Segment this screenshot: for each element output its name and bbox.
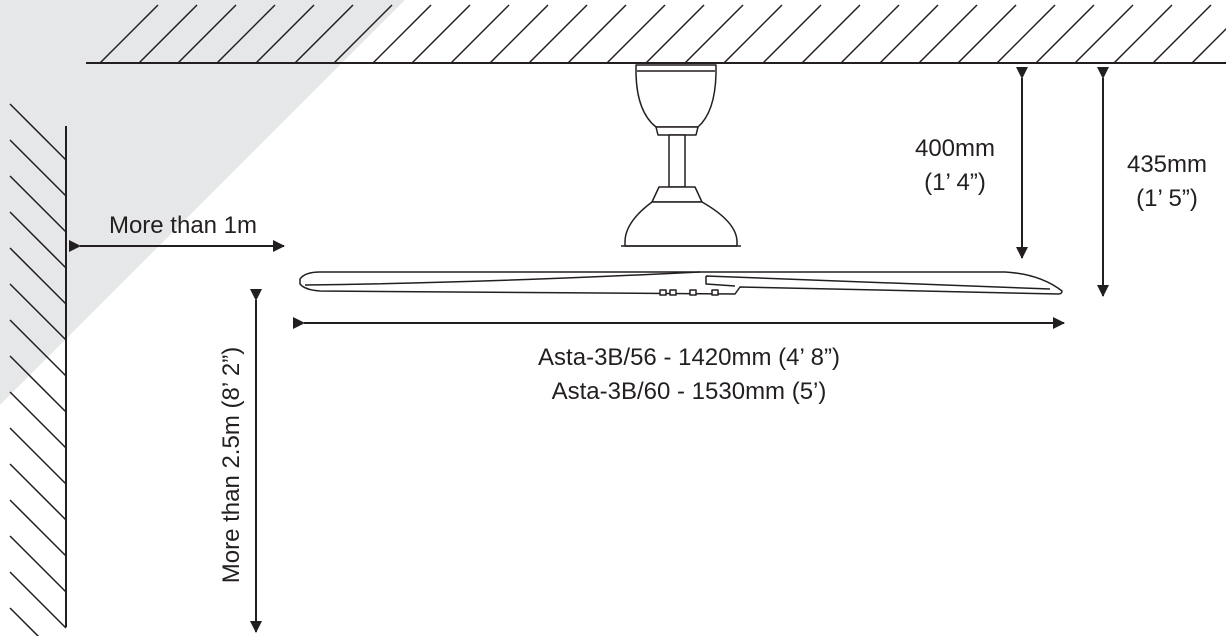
ceiling-hatch-mark	[684, 4, 744, 64]
ceiling-hatch-mark	[177, 4, 237, 64]
ceiling-hatch-mark	[99, 4, 159, 64]
down-rod	[668, 134, 686, 188]
ceiling-hatch-mark	[372, 4, 432, 64]
wall-hatch-mark	[9, 499, 67, 557]
wall-hatch-mark	[9, 283, 67, 341]
ceiling-hatch-mark	[762, 4, 822, 64]
ceiling-hatch-mark	[918, 4, 978, 64]
wall-hatch-mark	[9, 427, 67, 485]
ceiling-hatch-mark	[801, 4, 861, 64]
ceiling-hatch-mark	[645, 4, 705, 64]
ceiling-hatch-icon	[99, 4, 1226, 64]
ceiling-hatch-mark	[1035, 4, 1095, 64]
ceiling-hatch-mark	[879, 4, 939, 64]
wall-hatch-mark	[9, 535, 67, 593]
ceiling-hatch-mark	[1191, 27, 1226, 64]
wall-hatch-mark	[9, 319, 67, 377]
wall-hatch-mark	[9, 571, 67, 629]
hub-tab	[711, 289, 719, 296]
blade-edge-line	[304, 271, 1051, 290]
wall-hatch-mark	[9, 211, 67, 269]
ceiling-hatch-mark	[489, 4, 549, 64]
ceiling-hatch-mark	[294, 4, 354, 64]
overall-height-label: 435mm	[1127, 151, 1207, 178]
sweep-asta-56-label: Asta-3B/56 - 1420mm (4’ 8”)	[538, 344, 840, 371]
overall-height-imperial-label: (1’ 5”)	[1136, 185, 1198, 212]
ceiling-hatch-mark	[333, 4, 393, 64]
wall-hatch-mark	[9, 175, 67, 233]
wall-hatch-mark	[9, 355, 67, 413]
down-rod-height-imperial-label: (1’ 4”)	[924, 169, 986, 196]
ceiling-hatch-mark	[138, 4, 198, 64]
fan-blades	[299, 271, 1063, 295]
motor-housing-top	[651, 186, 703, 203]
wall-hatch-mark	[9, 247, 67, 305]
floor-clearance-label: More than 2.5m (8’ 2”)	[218, 347, 245, 584]
wall-hatch-mark	[9, 463, 67, 521]
hub-tab	[659, 289, 667, 296]
ceiling-hatch-mark	[216, 4, 276, 64]
ceiling-hatch-mark	[723, 4, 783, 64]
ceiling-hatch-mark	[996, 4, 1056, 64]
hub-tab	[669, 289, 677, 296]
wall-clearance-label: More than 1m	[109, 212, 257, 239]
ceiling-hatch-mark	[1074, 4, 1134, 64]
ceiling-hatch-mark	[255, 4, 315, 64]
ceiling-hatch-mark	[411, 4, 471, 64]
wall-hatch-mark	[9, 103, 67, 161]
ceiling-hatch-mark	[1152, 4, 1212, 64]
motor-housing	[624, 201, 738, 247]
wall-hatch-icon	[9, 103, 67, 641]
ceiling-hatch-mark	[567, 4, 627, 64]
ceiling-hatch-mark	[840, 4, 900, 64]
wall-hatch-mark	[9, 139, 67, 197]
down-rod-height-label: 400mm	[915, 135, 995, 162]
ceiling-hatch-mark	[450, 4, 510, 64]
sweep-asta-60-label: Asta-3B/60 - 1530mm (5’)	[552, 378, 827, 405]
wall-hatch-mark	[9, 391, 67, 449]
ceiling-hatch-mark	[528, 4, 588, 64]
fan-canopy	[635, 64, 717, 128]
canopy-collar	[655, 126, 699, 136]
ceiling-hatch-mark	[1113, 4, 1173, 64]
ceiling-hatch-mark	[606, 4, 666, 64]
wall-hatch-mark	[9, 607, 45, 641]
background-shade	[0, 0, 405, 405]
hub-tab	[689, 289, 697, 296]
ceiling-hatch-mark	[957, 4, 1017, 64]
ceiling-fan-icon	[299, 64, 1063, 296]
